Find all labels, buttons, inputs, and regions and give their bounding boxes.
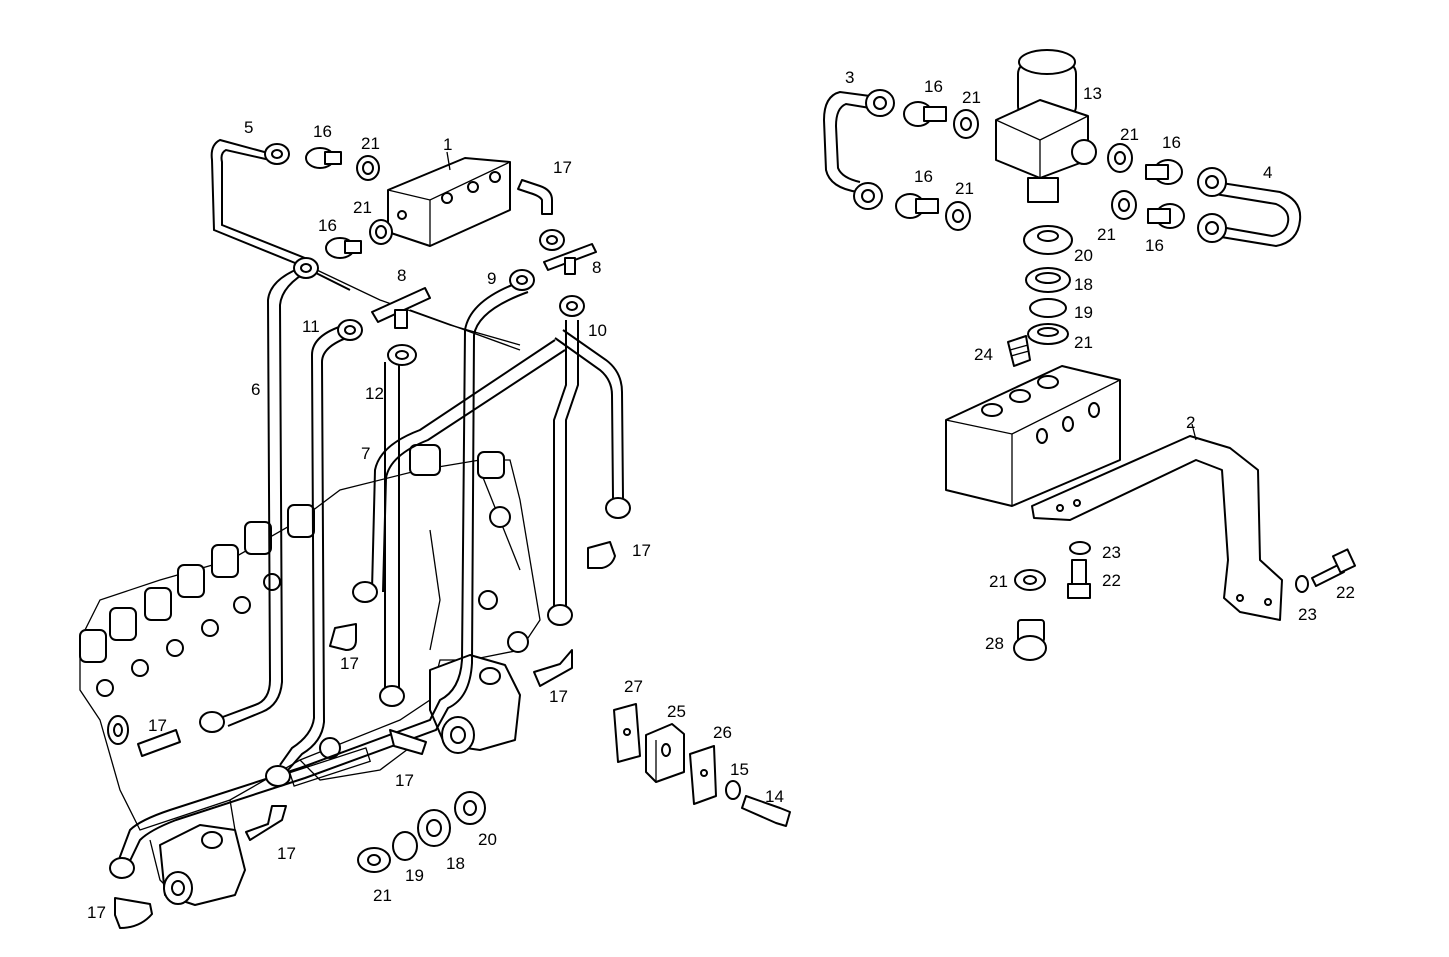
label-23: 23: [1298, 605, 1317, 624]
label-9: 9: [487, 269, 496, 288]
label-22: 22: [1336, 583, 1355, 602]
pipe-7: [371, 339, 566, 593]
label-8: 8: [592, 258, 601, 277]
label-16: 16: [924, 77, 943, 96]
body-bolts: [96, 506, 529, 697]
label-14: 14: [765, 787, 784, 806]
label-27: 27: [624, 677, 643, 696]
label-19: 19: [405, 866, 424, 885]
label-24: 24: [974, 345, 993, 364]
label-20: 20: [478, 830, 497, 849]
label-12: 12: [365, 384, 384, 403]
label-21: 21: [989, 572, 1008, 591]
governor-housing: [429, 654, 521, 754]
label-16: 16: [1145, 236, 1164, 255]
label-25: 25: [667, 702, 686, 721]
label-18: 18: [446, 854, 465, 873]
banjo-unions-left: [305, 147, 393, 259]
label-16: 16: [318, 216, 337, 235]
clamp-assembly: [613, 703, 791, 827]
part-number-labels: 1 5 16 21 17 21 16 8 9 8 11 10 6 12 7 17…: [87, 68, 1355, 922]
label-21: 21: [962, 88, 981, 107]
label-15: 15: [730, 760, 749, 779]
label-17: 17: [87, 903, 106, 922]
leader-lines: [446, 151, 1197, 441]
label-17: 17: [549, 687, 568, 706]
valve-13: [995, 49, 1097, 203]
label-11: 11: [302, 317, 320, 336]
label-23: 23: [1102, 543, 1121, 562]
label-10: 10: [588, 321, 607, 340]
distributor-block-1: [387, 157, 511, 247]
label-13: 13: [1083, 84, 1102, 103]
label-21: 21: [373, 886, 392, 905]
sealing-stack-right: [1023, 225, 1073, 345]
label-5: 5: [244, 118, 253, 137]
label-16: 16: [914, 167, 933, 186]
label-21: 21: [1120, 125, 1139, 144]
label-21: 21: [361, 134, 380, 153]
label-4: 4: [1263, 163, 1272, 182]
label-21: 21: [1074, 333, 1093, 352]
label-21: 21: [955, 179, 974, 198]
tee-fittings-8: [371, 243, 597, 329]
label-21: 21: [1097, 225, 1116, 244]
sealing-stack-bottom: [357, 791, 486, 873]
label-8: 8: [397, 266, 406, 285]
label-17: 17: [277, 844, 296, 863]
label-16: 16: [1162, 133, 1181, 152]
label-2: 2: [1186, 413, 1195, 432]
label-17: 17: [340, 654, 359, 673]
pipe-nuts: [107, 143, 631, 879]
pipe-upper-right: [554, 329, 624, 499]
label-28: 28: [985, 634, 1004, 653]
label-17: 17: [632, 541, 651, 560]
connecting-line-tee: [299, 261, 521, 351]
bracket-2: [1031, 435, 1283, 621]
injection-pump-body: [79, 444, 541, 906]
plunger-caps: [79, 444, 505, 663]
label-26: 26: [713, 723, 732, 742]
label-1: 1: [443, 135, 452, 154]
distributor-block-right: [945, 365, 1121, 507]
pipe-3: [822, 89, 895, 210]
lower-fitting-housing: [159, 824, 246, 906]
pipe-10: [553, 320, 579, 608]
label-17: 17: [395, 771, 414, 790]
label-6: 6: [251, 380, 260, 399]
label-7: 7: [361, 444, 370, 463]
bolts-washers-right: [1013, 541, 1357, 661]
label-17: 17: [553, 158, 572, 177]
label-3: 3: [845, 68, 854, 87]
label-18: 18: [1074, 275, 1093, 294]
pipe-9: [117, 281, 529, 866]
pipe-5-6: [210, 138, 351, 727]
label-17: 17: [148, 716, 167, 735]
label-21: 21: [353, 198, 372, 217]
pipe-12: [384, 362, 400, 688]
plug-24: [1007, 335, 1031, 367]
elbow-fittings-17: [114, 179, 616, 929]
label-19: 19: [1074, 303, 1093, 322]
banjo-unions-right: [895, 101, 1185, 231]
label-20: 20: [1074, 246, 1093, 265]
label-22: 22: [1102, 571, 1121, 590]
pipe-11: [279, 324, 356, 771]
pipe-4: [1197, 167, 1302, 248]
label-16: 16: [313, 122, 332, 141]
